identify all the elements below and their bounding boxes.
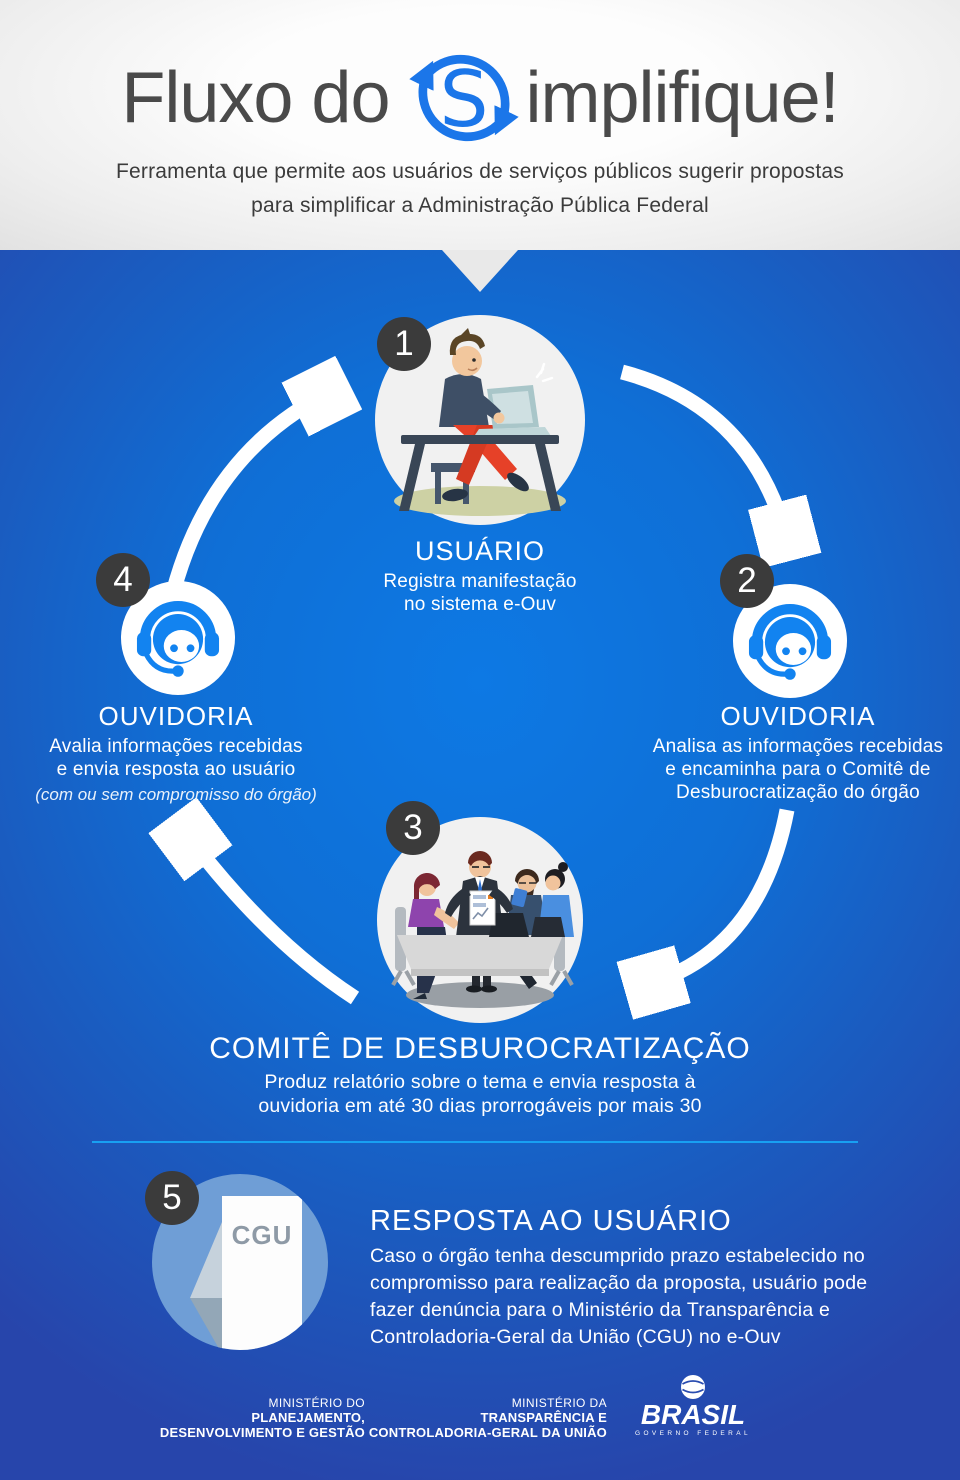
step-4-title: OUVIDORIA — [98, 701, 254, 731]
arrow-step3-to-step4 — [185, 832, 360, 1005]
meeting-table-icon — [377, 817, 583, 1023]
cgu-document-icon: CGU — [152, 1174, 328, 1350]
section-divider — [92, 1141, 858, 1143]
step-1-line-2: no sistema e-Ouv — [403, 594, 557, 615]
header-notch-triangle — [442, 250, 518, 292]
simplifique-logo: S — [406, 40, 522, 156]
arrow-step4-to-step1 — [162, 392, 330, 607]
person-at-laptop-icon — [375, 315, 585, 525]
step-2-icon-circle — [733, 584, 847, 703]
step-2-line-3: Desburocratização do órgão — [676, 782, 920, 803]
subtitle-line-2: para simplificar a Administração Pública… — [251, 194, 709, 217]
ministry-transparency-line-2: TRANSPARÊNCIA E — [480, 1410, 607, 1425]
ministry-planning-line-2: PLANEJAMENTO, — [251, 1410, 365, 1425]
brasil-wordmark: BRASIL — [640, 1399, 746, 1430]
arrow-step1-to-step2 — [620, 364, 787, 540]
step-5-line-1: Caso o órgão tenha descumprido prazo est… — [370, 1245, 865, 1267]
step-5-line-3: fazer denúncia para o Ministério da Tran… — [370, 1299, 831, 1321]
headset-agent-icon — [733, 584, 847, 698]
step-5-title: RESPOSTA AO USUÁRIO — [370, 1205, 732, 1237]
headset-agent-icon — [121, 581, 235, 695]
ministry-transparency-line-1: MINISTÉRIO DA — [511, 1396, 607, 1410]
ministry-planning-logo: MINISTÉRIO DO PLANEJAMENTO, DESENVOLVIME… — [85, 1396, 365, 1440]
globe-icon — [681, 1375, 705, 1399]
ministry-transparency-logo: MINISTÉRIO DA TRANSPARÊNCIA E CONTROLADO… — [327, 1396, 607, 1440]
step-5-badge: 5 — [145, 1171, 199, 1225]
governo-federal-label: GOVERNO FEDERAL — [634, 1430, 751, 1437]
step-2-line-1: Analisa as informações recebidas — [652, 736, 944, 757]
step-2-title: OUVIDORIA — [720, 701, 876, 731]
step-1-illustration — [375, 315, 585, 530]
title-suffix: implifique! — [525, 58, 840, 138]
step-3-line-1: Produz relatório sobre o tema e envia re… — [264, 1071, 696, 1093]
step-3-line-2: ouvidoria em até 30 dias prorrogáveis po… — [258, 1095, 702, 1117]
ministry-transparency-line-3: CONTROLADORIA-GERAL DA UNIÃO — [368, 1425, 607, 1440]
step-1-line-1: Registra manifestação — [383, 571, 577, 592]
ministry-planning-line-1: MINISTÉRIO DO — [268, 1396, 365, 1410]
step-5-line-2: compromisso para realização da proposta,… — [370, 1272, 868, 1294]
logo-letter: S — [439, 55, 488, 145]
step-4-badge: 4 — [96, 553, 150, 607]
circular-arrows-icon: S — [408, 54, 519, 145]
step-1-title: USUÁRIO — [414, 536, 546, 566]
subtitle-line-1: Ferramenta que permite aos usuários de s… — [116, 160, 844, 183]
arrow-step2-to-step3 — [645, 808, 795, 985]
step-5-illustration: CGU — [152, 1174, 328, 1355]
step-4-icon-circle — [121, 581, 235, 700]
step-2-badge: 2 — [720, 554, 774, 608]
step-3-badge: 3 — [386, 801, 440, 855]
step-3-title: COMITÊ DE DESBUROCRATIZAÇÃO — [209, 1032, 751, 1065]
page-title: Fluxo do S implifique! — [0, 38, 960, 158]
title-prefix: Fluxo do — [121, 58, 390, 138]
brasil-government-logo: BRASIL GOVERNO FEDERAL — [628, 1372, 758, 1437]
cgu-label: CGU — [232, 1220, 293, 1250]
step-1-badge: 1 — [377, 317, 431, 371]
step-3-illustration — [377, 817, 583, 1028]
step-4-line-1: Avalia informações recebidas — [49, 736, 303, 757]
step-2-line-2: e encaminha para o Comitê de — [665, 759, 931, 780]
step-5-line-4: Controladoria-Geral da União (CGU) no e-… — [370, 1326, 781, 1348]
ministry-planning-line-3: DESENVOLVIMENTO E GESTÃO — [159, 1425, 365, 1440]
header: Fluxo do S implifique! Ferramenta que pe… — [0, 0, 960, 250]
step-4-note: (com ou sem compromisso do órgão) — [35, 785, 317, 804]
step-4-line-2: e envia resposta ao usuário — [56, 759, 296, 780]
